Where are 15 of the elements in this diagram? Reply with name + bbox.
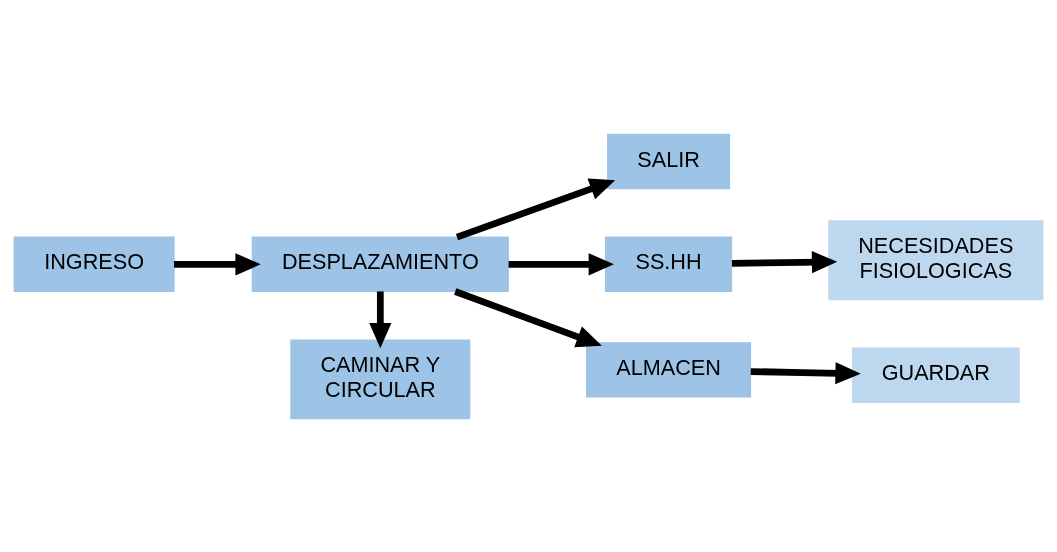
node-box: ALMACEN xyxy=(586,341,752,398)
arrow xyxy=(174,252,261,275)
node-box: NECESIDADES FISIOLOGICAS xyxy=(828,219,1044,300)
node-box: DESPLAZAMIENTO xyxy=(251,236,509,292)
arrow xyxy=(750,361,861,384)
node-box: SS.HH xyxy=(604,236,733,292)
arrow xyxy=(731,250,838,273)
arrow xyxy=(369,290,392,348)
node-box: GUARDAR xyxy=(851,347,1020,403)
arrow xyxy=(455,177,616,240)
node-box: INGRESO xyxy=(13,236,175,292)
node-box: CAMINAR Y CIRCULAR xyxy=(290,338,471,419)
node-box: SALIR xyxy=(607,133,731,189)
arrow xyxy=(508,252,614,275)
arrow xyxy=(454,287,602,347)
